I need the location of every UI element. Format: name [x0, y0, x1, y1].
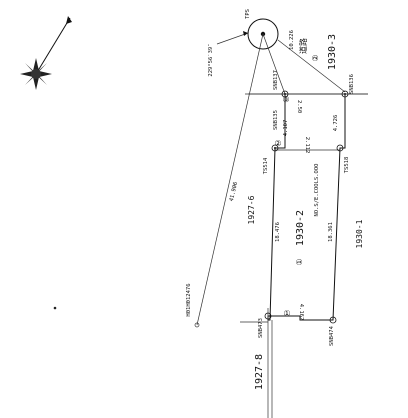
- baseline-distance-label: 41.906: [229, 181, 239, 202]
- distance-right-side: 18.361: [328, 222, 334, 242]
- distance-upper-short: 4.107: [283, 120, 289, 137]
- survey-point-mid-left: TS514: [263, 144, 279, 174]
- scan-speck: [53, 306, 57, 310]
- marker-two: ②: [274, 139, 281, 148]
- subject-parcel-outline: [245, 93, 368, 321]
- survey-point-top-left: SNB137: [273, 70, 289, 98]
- road-label: 道路: [298, 38, 308, 54]
- svg-text:SNB474: SNB474: [329, 325, 335, 346]
- lot-label-adjacent-top-left: 1927-6: [247, 195, 256, 224]
- distance-upper-right: 4.726: [333, 115, 339, 132]
- distance-mid-top: 2.112: [304, 137, 310, 154]
- survey-point-bottom-left: SNB473: [258, 312, 272, 338]
- lot-label-adjacent-right: 1930-1: [355, 219, 364, 248]
- parcel-number-mark: ①: [295, 258, 304, 265]
- base-point-marker: TPS: [245, 9, 279, 50]
- reference-point-label: H01H012476: [186, 283, 192, 316]
- svg-text:TS514: TS514: [263, 157, 269, 174]
- marker-three: ③: [282, 95, 289, 104]
- subject-lot-number: 1930-2: [295, 210, 306, 246]
- svg-text:SNB473: SNB473: [258, 318, 264, 338]
- top-side-distance-label: 10.226: [289, 30, 295, 50]
- svg-text:SNB135: SNB135: [273, 110, 279, 130]
- survey-baseline: 41.906 H01H012476: [186, 33, 264, 328]
- svg-text:SNB137: SNB137: [273, 70, 279, 90]
- subject-parcel-label: ① 1930-2 NO.S/E.COOLS.OOO: [295, 164, 320, 266]
- svg-text:TS518: TS518: [344, 157, 350, 174]
- marker-one: ①: [283, 309, 290, 318]
- road-lot-number: 1930-3: [327, 34, 338, 70]
- north-arrow-compass-icon: [20, 16, 72, 90]
- direction-angle-annotation: 229°56′39″: [208, 31, 249, 77]
- svg-text:SNB136: SNB136: [349, 74, 355, 94]
- distance-road-width: 2.50: [296, 100, 302, 113]
- survey-point-mid-left-upper: SNB135: [273, 110, 279, 130]
- road-number-mark: ②: [311, 54, 320, 61]
- survey-point-bottom-right: SNB474: [329, 316, 337, 346]
- base-point-label: TPS: [245, 9, 251, 19]
- distance-left-side: 18.476: [275, 222, 281, 242]
- subject-area-note: NO.S/E.COOLS.OOO: [314, 164, 320, 217]
- lot-label-adjacent-bottom: 1927-8: [254, 354, 265, 390]
- direction-angle-label: 229°56′39″: [208, 43, 214, 76]
- survey-point-mid-right: TS518: [336, 144, 350, 174]
- adjacent-lot-boundary: [240, 308, 273, 418]
- survey-point-top-right: SNB136: [341, 74, 355, 98]
- distance-bottom-short: 4.162: [298, 304, 304, 321]
